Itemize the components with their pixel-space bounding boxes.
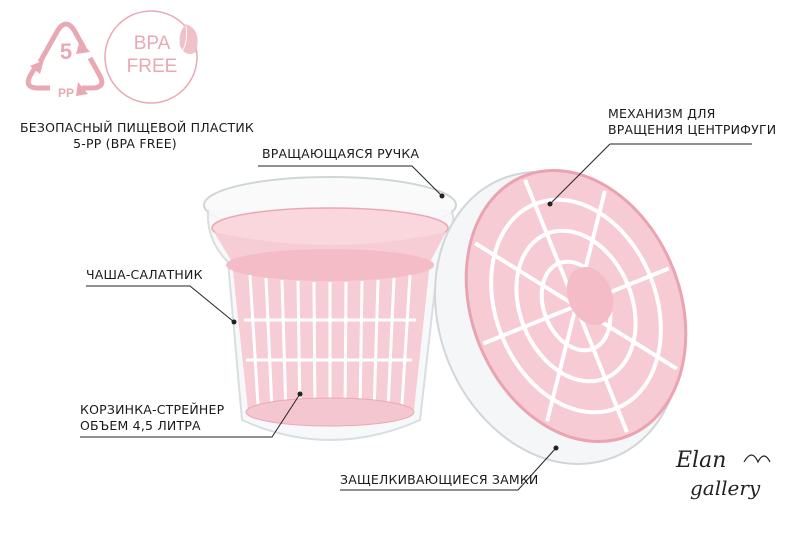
mechanism-label: МЕХАНИЗМ ДЛЯ ВРАЩЕНИЯ ЦЕНТРИФУГИ (608, 106, 776, 138)
basket-label: КОРЗИНКА-СТРЕЙНЕР ОБЪЕМ 4,5 ЛИТРА (80, 402, 224, 434)
locks-label: ЗАЩЕЛКИВАЮЩИЕСЯ ЗАМКИ (340, 472, 539, 487)
bowl-label: ЧАША-САЛАТНИК (86, 267, 203, 282)
mechanism-label-line-1: МЕХАНИЗМ ДЛЯ (608, 106, 716, 121)
bpa-line-2: FREE (126, 56, 178, 77)
brand-logo-line-2: gallery (690, 476, 761, 500)
spinner-lid (434, 168, 688, 465)
safety-caption-line-1: БЕЗОПАСНЫЙ ПИЩЕВОЙ ПЛАСТИК (20, 120, 254, 135)
recycle-number: 5 (59, 39, 73, 64)
brand-logo-line-1: Elan (676, 448, 727, 473)
safety-caption: БЕЗОПАСНЫЙ ПИЩЕВОЙ ПЛАСТИК 5-PP (BPA FRE… (20, 120, 254, 152)
safety-caption-line-2: 5-PP (BPA FREE) (73, 136, 177, 151)
brand-crown-icon (743, 454, 771, 464)
handle-label: ВРАЩАЮЩАЯСЯ РУЧКА (262, 146, 420, 161)
basket-label-line-1: КОРЗИНКА-СТРЕЙНЕР (80, 402, 225, 417)
recycle-icon (25, 21, 105, 96)
strainer-basket (211, 207, 449, 427)
bpa-free-text: BPA FREE (118, 32, 186, 78)
bpa-line-1: BPA (133, 33, 171, 54)
recycle-material: PP (57, 86, 74, 100)
mechanism-label-line-2: ВРАЩЕНИЯ ЦЕНТРИФУГИ (608, 122, 777, 137)
callout-lines (80, 143, 752, 491)
basket-label-line-2: ОБЪЕМ 4,5 ЛИТРА (80, 418, 201, 433)
bpa-free-icon (104, 10, 198, 104)
